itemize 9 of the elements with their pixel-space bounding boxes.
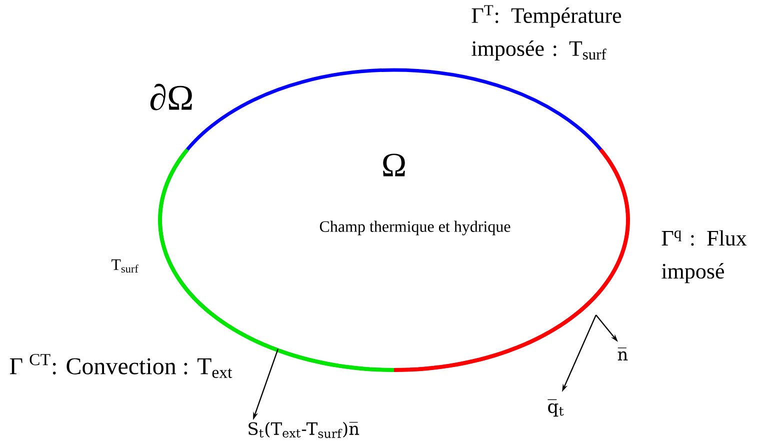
domain-symbol: Ω — [383, 154, 405, 176]
boundary-label: Γ $^{CT}$: Convection : T$_{ext}$ — [10, 354, 232, 378]
boundary-label: T$_{surf}$ — [112, 259, 138, 273]
boundary-label: q̅$_{t}$ — [548, 399, 564, 417]
boundary-label: ∂Ω — [150, 84, 192, 110]
boundary-label: Γ$^{q}$ : Flux imposé — [662, 230, 747, 284]
domain-description: Champ thermique et hydrique — [320, 220, 510, 236]
boundary-label: S$_{t}$(T$_{ext}$-T$_{surf}$)n̅ — [248, 422, 360, 438]
boundary-label: n̅ — [618, 348, 628, 360]
